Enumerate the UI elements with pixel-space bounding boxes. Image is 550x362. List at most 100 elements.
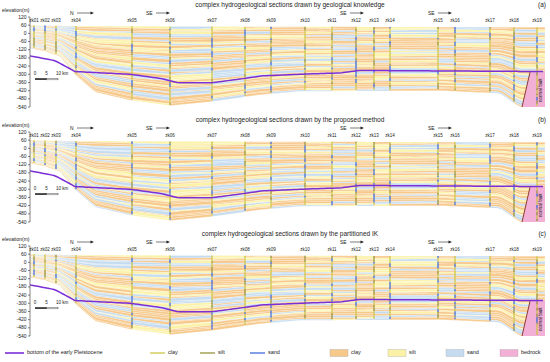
borehole-segment — [373, 82, 374, 84]
borehole-segment — [270, 66, 271, 70]
borehole-segment — [355, 32, 356, 35]
borehole-segment — [75, 43, 76, 47]
strata-lens — [170, 39, 212, 42]
borehole-segment — [536, 35, 537, 37]
borehole-segment — [437, 88, 438, 90]
borehole-segment — [489, 91, 490, 93]
strata-lens — [374, 156, 390, 158]
borehole-segment — [304, 31, 305, 34]
strata-lens — [45, 165, 56, 170]
strata-lens — [305, 156, 332, 159]
strata-lens — [212, 31, 245, 34]
borehole-segment — [131, 62, 132, 64]
borehole-segment — [33, 31, 34, 35]
strata-lens — [305, 64, 332, 66]
borehole-segment — [44, 45, 45, 48]
borehole-segment — [304, 63, 305, 65]
borehole-segment — [373, 76, 374, 79]
strata-lens — [537, 142, 545, 145]
borehole-segment — [331, 46, 332, 48]
borehole-segment — [131, 29, 132, 33]
section-panel — [28, 127, 545, 223]
borehole-segment — [454, 58, 455, 60]
axis-tick — [28, 33, 30, 34]
borehole-segment — [355, 47, 356, 51]
strata-lens — [271, 29, 305, 31]
strata-lens — [245, 149, 271, 151]
borehole-segment — [304, 27, 305, 31]
strata-lens — [170, 32, 212, 35]
borehole-segment — [389, 29, 390, 31]
strata-lens — [537, 154, 545, 156]
borehole-segment — [489, 62, 490, 66]
borehole-segment — [389, 81, 390, 85]
borehole-segment — [437, 29, 438, 32]
borehole-segment — [169, 36, 170, 38]
borehole-segment — [75, 53, 76, 56]
strata-lens — [438, 48, 455, 50]
strata-lens — [374, 27, 390, 29]
borehole-segment — [389, 41, 390, 45]
borehole-segment — [373, 63, 374, 66]
strata-lens — [374, 178, 390, 180]
borehole-segment — [536, 48, 537, 50]
strata-lens — [438, 28, 455, 30]
strata-lens — [305, 59, 332, 62]
borehole-segment — [373, 84, 374, 88]
strata-lens — [356, 178, 374, 180]
borehole-segment — [489, 81, 490, 83]
strata-lens — [34, 25, 45, 27]
borehole-segment — [489, 46, 490, 48]
borehole-segment — [331, 44, 332, 47]
borehole-segment — [454, 53, 455, 56]
strata-lens — [438, 153, 455, 155]
strata-lens — [438, 158, 455, 160]
strata-lens — [305, 86, 332, 88]
borehole-segment — [211, 59, 212, 61]
borehole-segment — [437, 46, 438, 50]
borehole-segment — [454, 56, 455, 58]
borehole-segment — [270, 89, 271, 91]
strata-lens — [271, 174, 305, 178]
strata-lens — [374, 176, 390, 178]
strata-lens — [34, 30, 45, 31]
strata-lens — [537, 63, 545, 65]
strata-lens — [438, 56, 455, 58]
borehole-segment — [437, 33, 438, 35]
borehole-segment — [437, 35, 438, 38]
borehole-segment — [355, 65, 356, 68]
strata-lens — [356, 81, 374, 83]
strata-lens — [438, 54, 455, 56]
strata-lens — [30, 36, 34, 38]
borehole-segment — [270, 36, 271, 39]
strata-lens — [537, 150, 545, 152]
strata-lens — [34, 33, 45, 34]
borehole-segment — [169, 57, 170, 61]
strata-lens — [537, 51, 545, 54]
borehole-segment — [304, 54, 305, 57]
borehole-segment — [131, 77, 132, 80]
borehole-segment — [489, 27, 490, 29]
borehole-segment — [169, 100, 170, 103]
borehole-segment — [536, 37, 537, 40]
borehole-segment — [131, 93, 132, 96]
strata-lens — [34, 28, 45, 29]
strata-lens — [34, 149, 45, 150]
strata-lens — [514, 149, 537, 152]
strata-lens — [305, 179, 332, 181]
borehole-segment — [211, 32, 212, 34]
strata-lens — [45, 29, 56, 31]
strata-lens — [356, 72, 374, 74]
strata-lens — [34, 29, 45, 30]
borehole-segment — [169, 38, 170, 42]
strata-lens — [537, 58, 545, 61]
strata-lens — [170, 157, 212, 159]
axis-tick — [28, 107, 30, 108]
borehole-segment — [489, 78, 490, 81]
direction-arrow — [438, 13, 449, 14]
borehole-segment — [373, 79, 374, 83]
strata-lens — [356, 146, 374, 148]
strata-lens — [305, 44, 332, 47]
strata-lens — [305, 70, 332, 73]
borehole-segment — [131, 26, 132, 29]
